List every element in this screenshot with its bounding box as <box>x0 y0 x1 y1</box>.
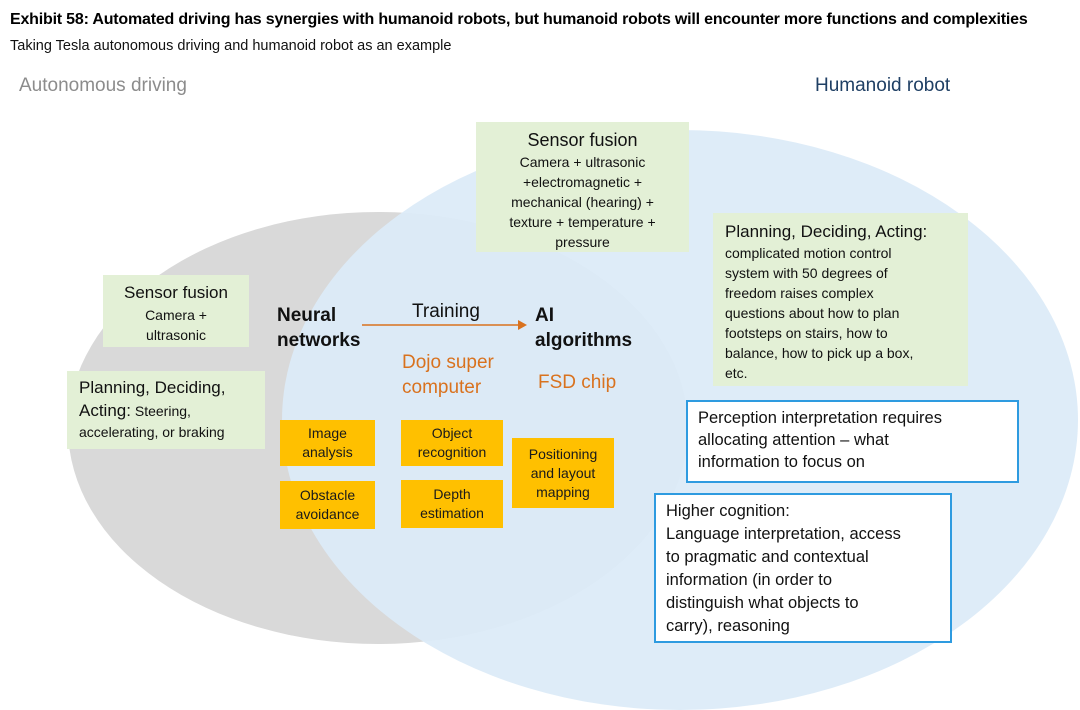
robot-sensor-line: mechanical (hearing) + <box>511 194 654 210</box>
robot-planning-line: balance, how to pick up a box, <box>725 345 914 361</box>
exhibit-title: Exhibit 58: Automated driving has synerg… <box>10 11 1028 28</box>
car-planning-box: Planning, Deciding, Acting: Steering, ac… <box>67 371 265 449</box>
robot-sensor-fusion-heading: Sensor fusion <box>527 130 638 150</box>
robot-planning-heading: Planning, Deciding, Acting: <box>725 222 928 241</box>
neural-networks-label: Neural networks <box>277 305 361 351</box>
training-label: Training <box>412 301 480 322</box>
robot-sensor-line: +electromagnetic + <box>522 174 643 190</box>
car-planning-heading: Planning, Deciding, <box>79 378 226 397</box>
fsd-chip-label: FSD chip <box>538 372 617 393</box>
autonomous-driving-label: Autonomous driving <box>19 75 187 96</box>
car-planning-detail: accelerating, or braking <box>79 424 225 440</box>
car-planning-detail: Steering, <box>130 403 191 419</box>
ai-algorithms-label: AI algorithms <box>535 305 633 351</box>
cognition-line: to pragmatic and contextual <box>666 548 869 566</box>
robot-sensor-line: pressure <box>555 234 610 250</box>
cognition-line: distinguish what objects to <box>666 594 859 612</box>
robot-sensor-fusion-box: Sensor fusion Camera + ultrasonic +elect… <box>476 122 689 252</box>
robot-planning-line: system with 50 degrees of <box>725 265 888 281</box>
robot-planning-line: etc. <box>725 365 748 381</box>
cognition-line: Language interpretation, access <box>666 525 901 543</box>
perception-line: Perception interpretation requires <box>698 409 942 427</box>
car-sensor-line: ultrasonic <box>146 327 206 343</box>
car-planning-heading-2: Acting: <box>79 401 131 420</box>
training-arrowhead <box>518 320 527 330</box>
perception-line: allocating attention – what <box>698 431 889 449</box>
cognition-line: Higher cognition: <box>666 502 790 520</box>
robot-planning-line: footsteps on stairs, how to <box>725 325 888 341</box>
robot-sensor-line: texture + temperature + <box>509 214 656 230</box>
cognition-line: carry), reasoning <box>666 617 790 635</box>
robot-planning-box: Planning, Deciding, Acting: complicated … <box>713 213 968 386</box>
robot-planning-line: questions about how to plan <box>725 305 900 321</box>
car-sensor-fusion-box: Sensor fusion Camera + ultrasonic <box>103 275 249 347</box>
perception-box: Perception interpretation requires alloc… <box>686 400 1019 483</box>
robot-planning-line: complicated motion control <box>725 245 892 261</box>
humanoid-robot-label: Humanoid robot <box>815 75 951 96</box>
dojo-supercomputer-label: Dojo super computer <box>402 352 494 398</box>
exhibit-subtitle: Taking Tesla autonomous driving and huma… <box>10 38 452 54</box>
robot-planning-line: freedom raises complex <box>725 285 874 301</box>
robot-sensor-line: Camera + ultrasonic <box>519 154 646 170</box>
car-sensor-fusion-heading: Sensor fusion <box>124 283 228 302</box>
perception-line: information to focus on <box>698 453 865 471</box>
higher-cognition-box: Higher cognition: Language interpretatio… <box>654 493 952 643</box>
cognition-line: information (in order to <box>666 571 832 589</box>
car-sensor-line: Camera + <box>145 307 207 323</box>
